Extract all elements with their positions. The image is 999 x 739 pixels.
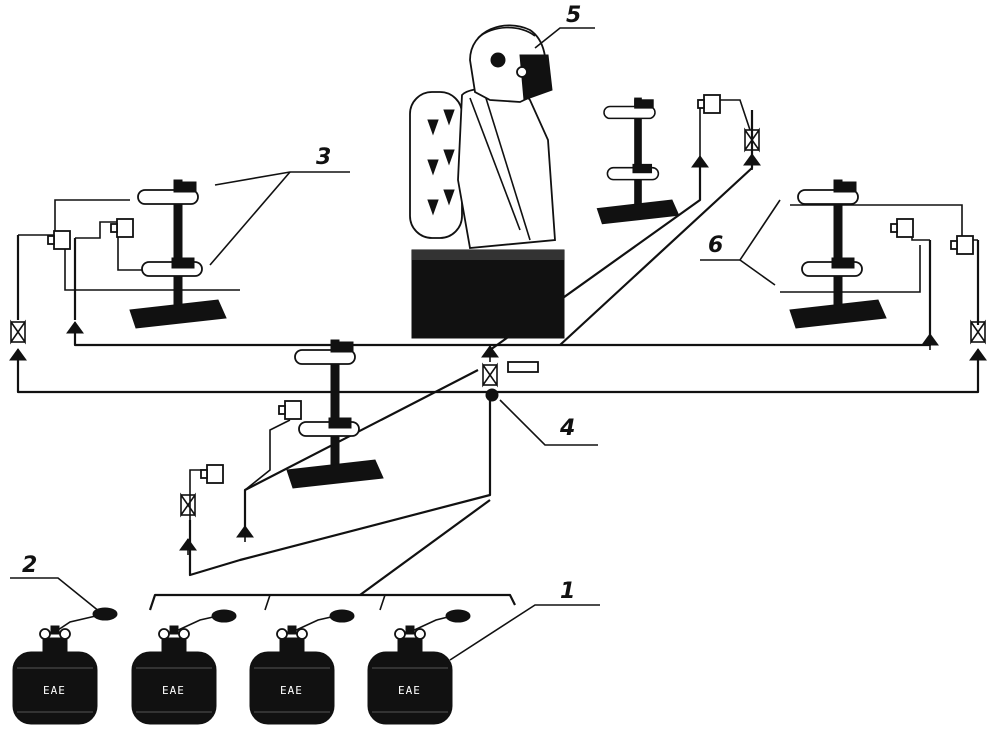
distribution-piping — [16, 99, 980, 611]
stand-back — [596, 97, 680, 225]
svg-text:EAE: EAE — [162, 684, 185, 697]
callouts: 1 2 3 4 5 6 — [10, 3, 781, 661]
cylinder-1: EAE — [12, 625, 98, 725]
gas-cylinders: EAE EAE EAE EAE — [12, 607, 471, 725]
svg-text:EAE: EAE — [280, 684, 303, 697]
svg-text:EAE: EAE — [43, 684, 66, 697]
svg-text:EAE: EAE — [398, 684, 421, 697]
mannequin — [409, 24, 565, 339]
cylinder-valves — [54, 607, 471, 633]
callout-1: 1 — [560, 579, 575, 604]
callout-5: 5 — [566, 3, 581, 28]
callout-3: 3 — [316, 145, 331, 170]
valves — [9, 129, 987, 556]
stand-left — [129, 179, 227, 329]
callout-6: 6 — [708, 233, 723, 258]
cylinder-2: EAE — [131, 625, 217, 725]
callout-4: 4 — [559, 416, 575, 441]
callout-2: 2 — [22, 553, 37, 578]
stand-right — [789, 179, 887, 329]
cylinder-4: EAE — [367, 625, 453, 725]
cylinder-3: EAE — [249, 625, 335, 725]
